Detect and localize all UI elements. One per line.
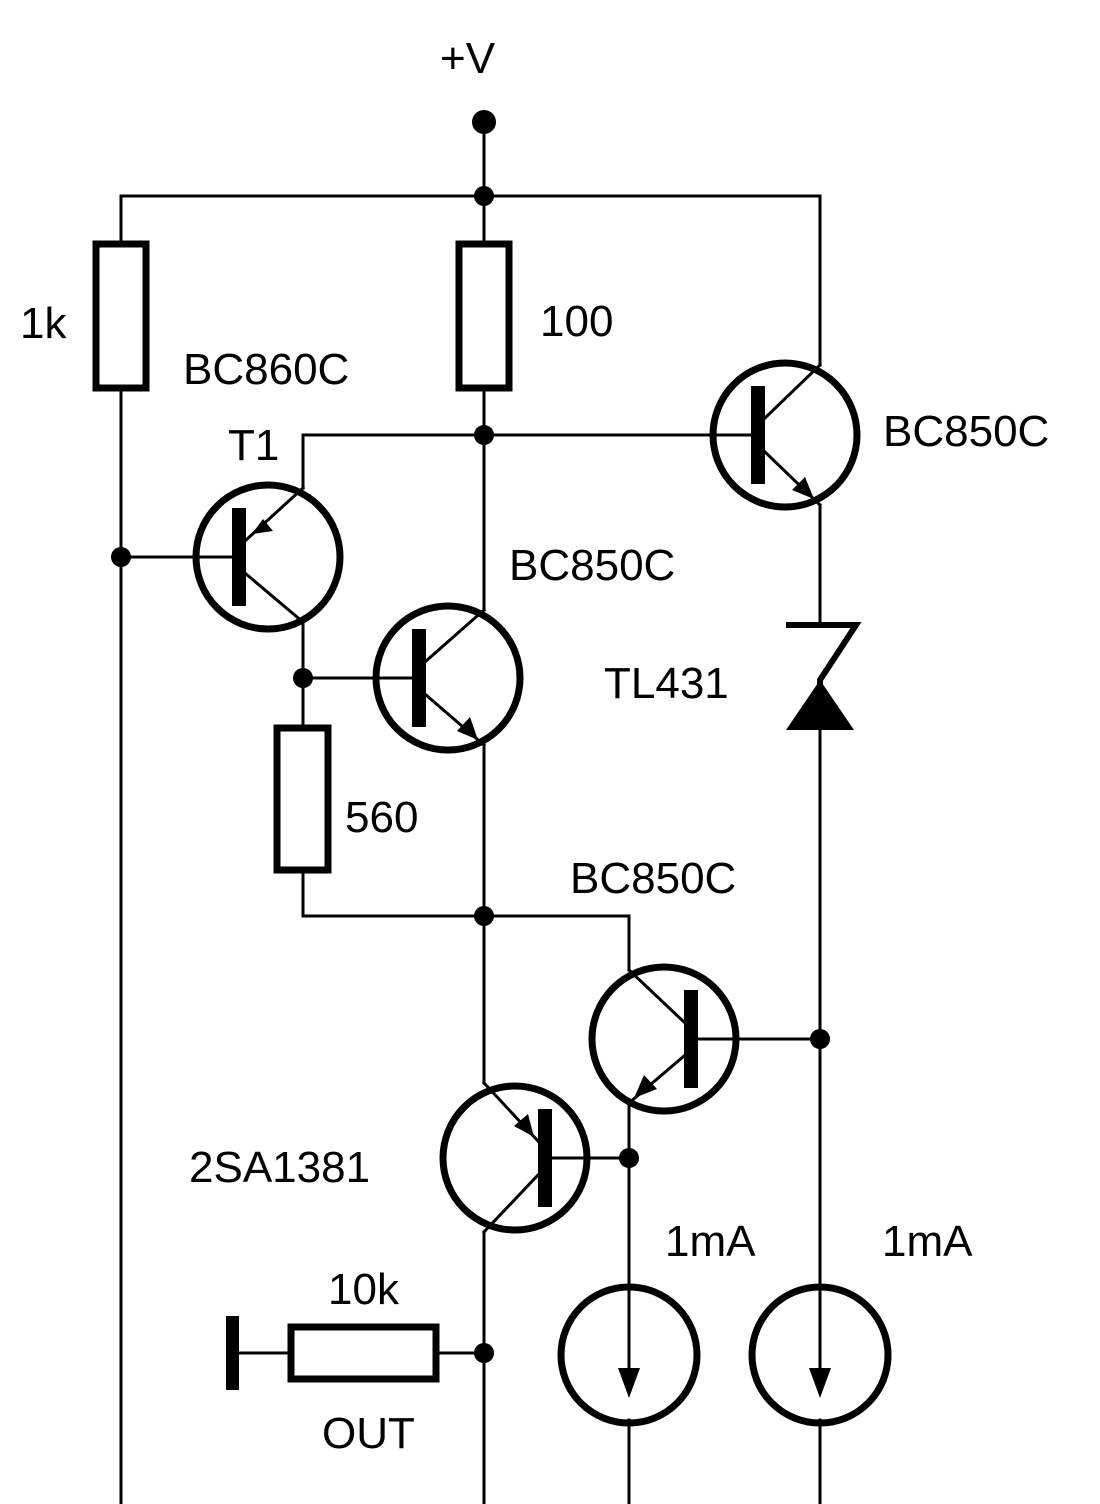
emitter-arrow-icon bbox=[457, 717, 478, 740]
arrow-down-icon bbox=[618, 1368, 640, 1398]
resistor-560 bbox=[273, 724, 332, 874]
emitter-arrow-icon bbox=[634, 1075, 657, 1098]
current-source-1 bbox=[557, 1283, 701, 1427]
resistor-100 bbox=[455, 240, 513, 392]
junction-dot bbox=[619, 1148, 639, 1168]
resistor-10k-label: 10k bbox=[328, 1265, 400, 1314]
junction-dot bbox=[293, 668, 313, 688]
transistor-t1-pnp bbox=[192, 481, 344, 633]
q-top-right-label: BC850C bbox=[883, 407, 1049, 456]
junction-dot bbox=[474, 1343, 494, 1363]
arrow-down-icon bbox=[809, 1368, 831, 1398]
resistor-10k bbox=[287, 1323, 440, 1383]
tl431-reference bbox=[786, 622, 862, 732]
q-out-label: 2SA1381 bbox=[189, 1143, 370, 1192]
q-mid-label: BC850C bbox=[509, 541, 675, 590]
transistor-out-pnp bbox=[439, 1080, 591, 1235]
junction-dot bbox=[474, 186, 494, 206]
current-2-label: 1mA bbox=[882, 1217, 973, 1266]
transistor-low-npn bbox=[588, 963, 740, 1115]
emitter-arrow-icon bbox=[514, 1114, 534, 1137]
resistor-1k-label: 1k bbox=[20, 299, 67, 348]
junction-dot bbox=[474, 425, 494, 445]
output-label: OUT bbox=[322, 1409, 415, 1458]
current-1-label: 1mA bbox=[665, 1217, 756, 1266]
junctions bbox=[111, 110, 830, 1363]
q-low-label: BC850C bbox=[570, 854, 736, 903]
resistor-100-label: 100 bbox=[540, 297, 613, 346]
t1-name-label: T1 bbox=[228, 421, 279, 470]
output-terminal-bar bbox=[226, 1316, 239, 1390]
tl431-label: TL431 bbox=[604, 659, 729, 708]
t1-type-label: BC860C bbox=[183, 345, 349, 394]
transistor-mid-npn bbox=[372, 602, 524, 754]
junction-dot bbox=[474, 906, 494, 926]
resistor-1k bbox=[92, 240, 150, 392]
transistor-top-right-npn bbox=[709, 359, 861, 511]
supply-terminal bbox=[472, 110, 496, 134]
supply-label: +V bbox=[440, 34, 496, 83]
current-source-2 bbox=[748, 1283, 892, 1427]
resistor-560-label: 560 bbox=[345, 793, 418, 842]
junction-dot bbox=[810, 1029, 830, 1049]
emitter-arrow-icon bbox=[792, 477, 814, 499]
emitter-arrow-icon bbox=[252, 519, 273, 534]
junction-dot bbox=[111, 547, 131, 567]
